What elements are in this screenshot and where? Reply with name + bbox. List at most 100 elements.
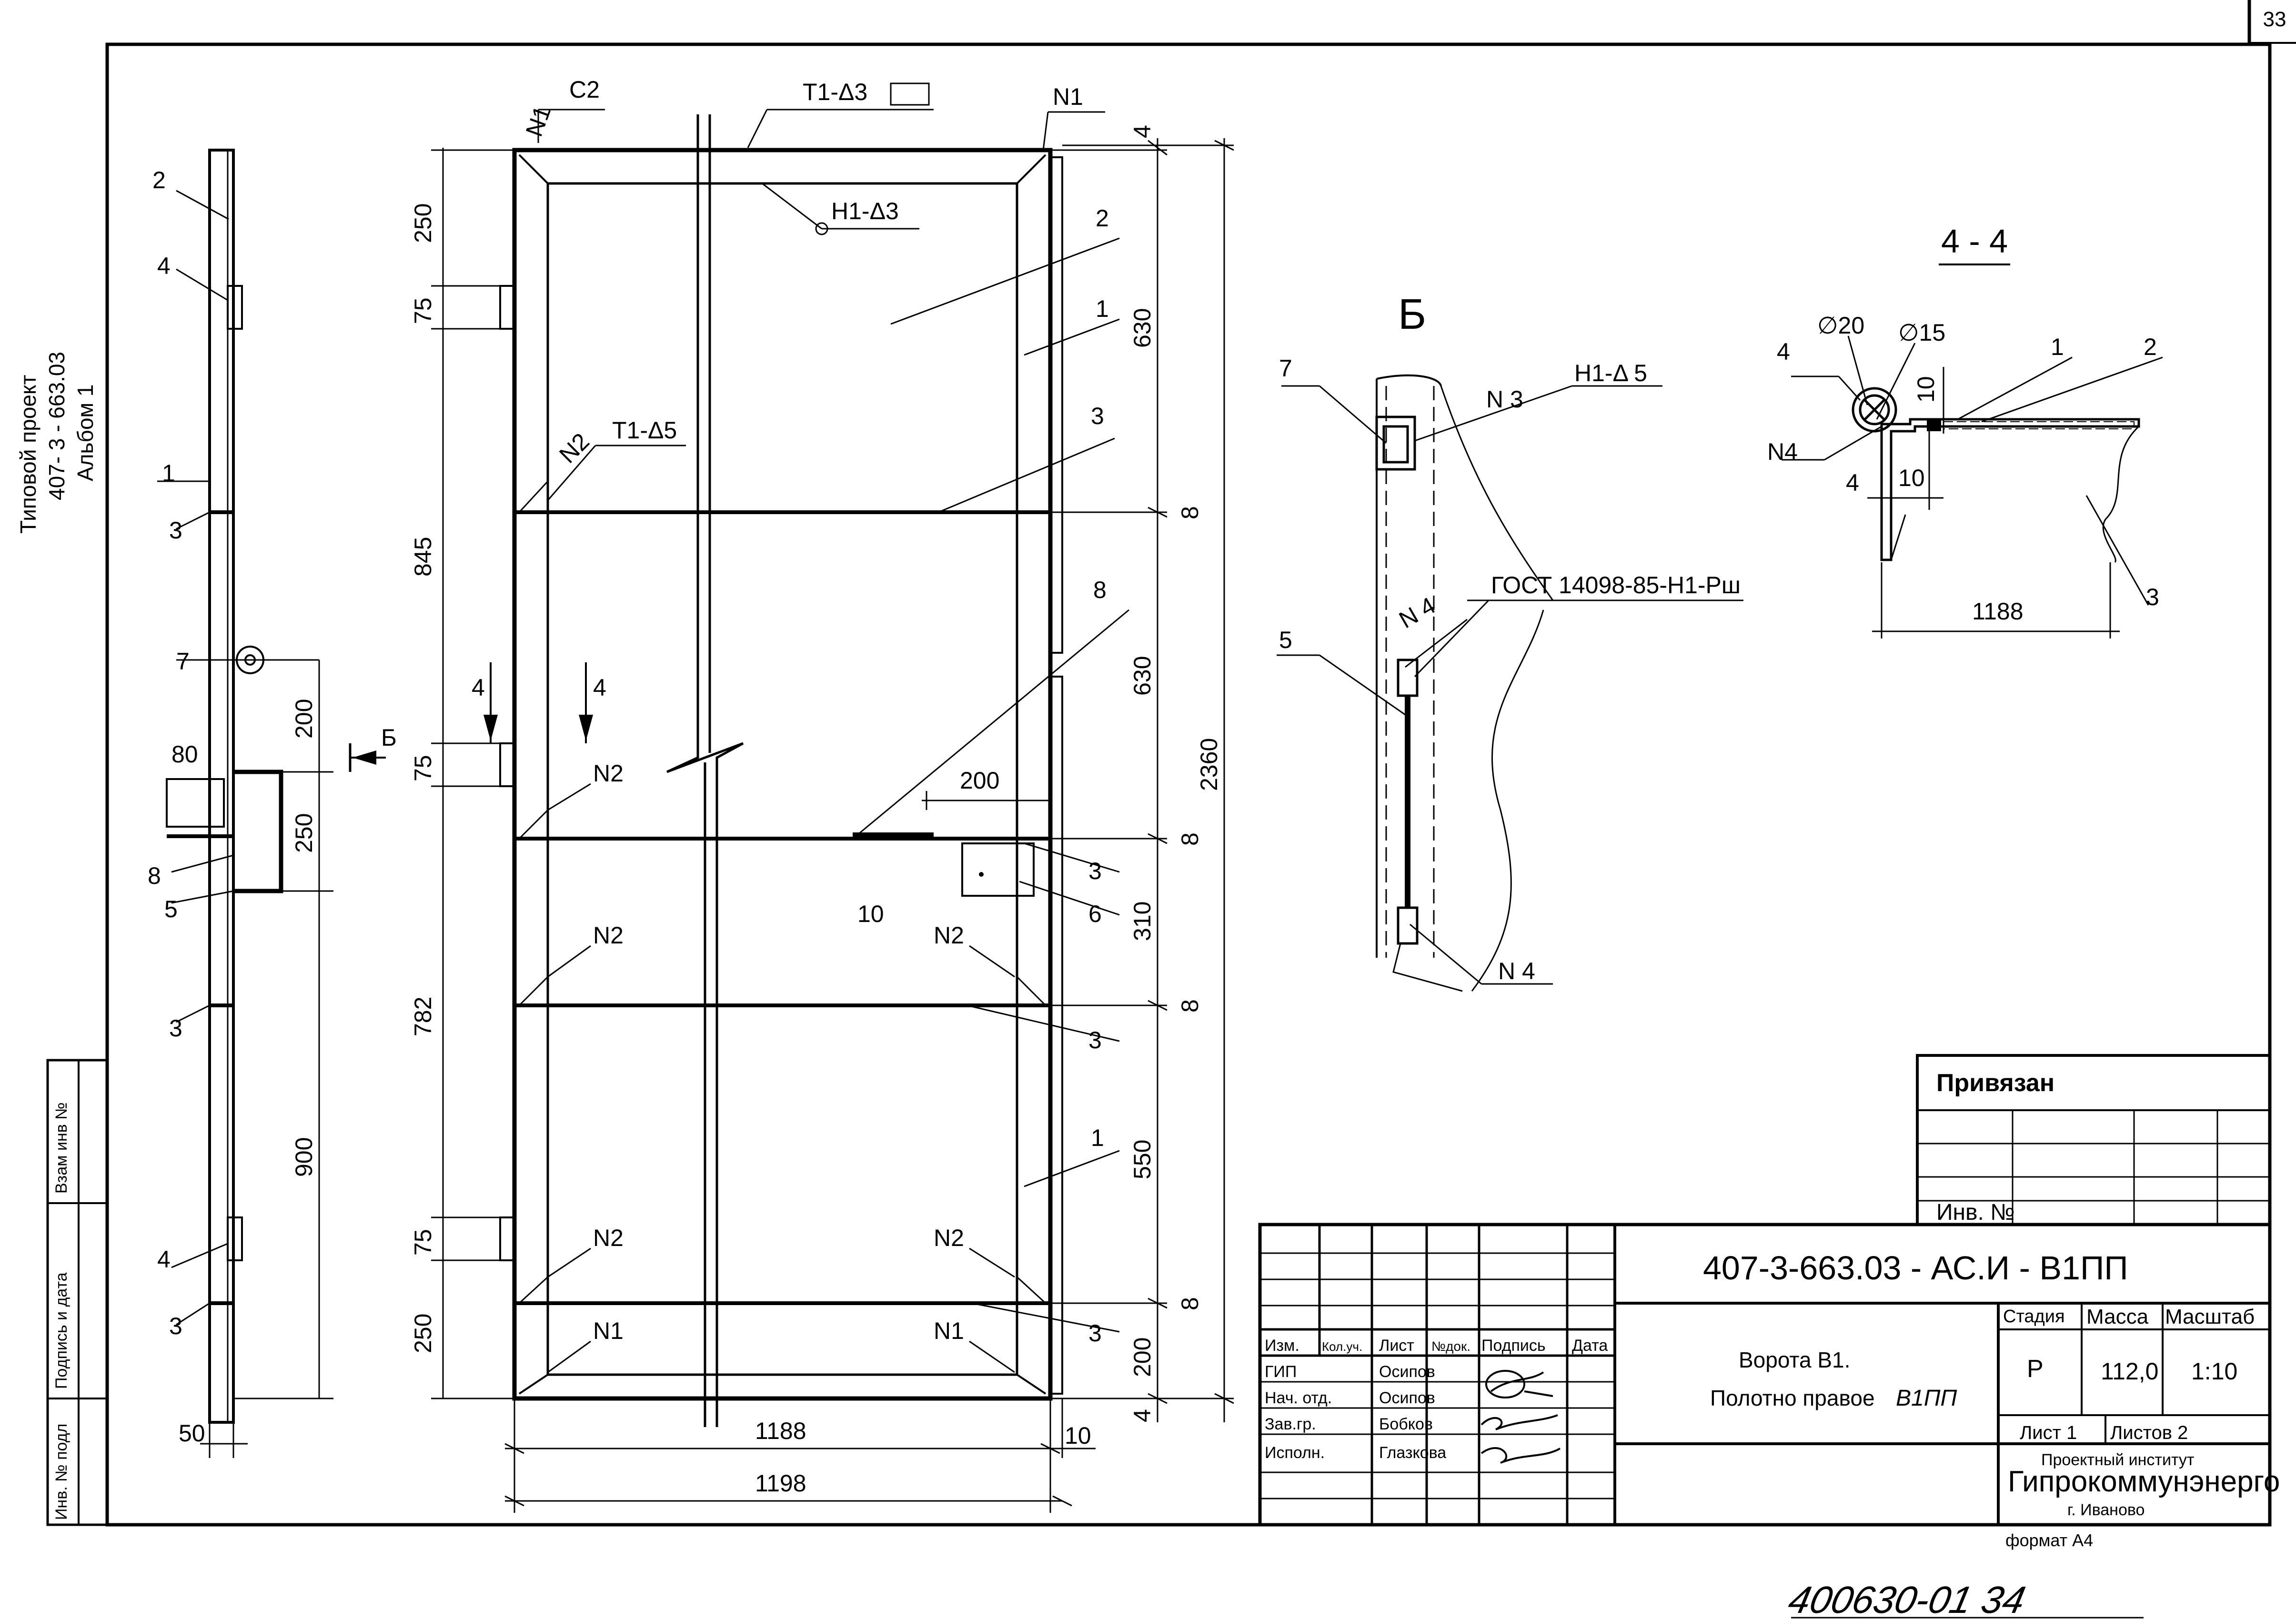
- stamp-header-ndok: №док.: [1431, 1339, 1470, 1354]
- elev-label-4b: 4: [157, 1246, 171, 1273]
- right-dim-550: 550: [1129, 1140, 1156, 1179]
- right-dim-8-a: 8: [1177, 506, 1203, 519]
- left-dim-250-top: 250: [410, 203, 436, 243]
- right-dim-8-d: 8: [1177, 1297, 1203, 1310]
- elev-dim-250: 250: [291, 813, 317, 853]
- detail-b-label-7: 7: [1279, 355, 1292, 382]
- left-dim-75-top: 75: [410, 297, 436, 324]
- weld-n2-left-low: N2: [593, 922, 624, 949]
- privyazan: Привязан: [1936, 1069, 2054, 1097]
- section-4-4-labels: 4 - 4 4 ∅20 ∅15 1 2 10 N4 4 10 1188 3: [1767, 223, 2159, 625]
- elev-label-3: 3: [169, 517, 182, 544]
- stamp-header-podpis: Подпись: [1481, 1337, 1546, 1355]
- elev-label-3b: 3: [169, 1015, 182, 1042]
- elev-label-5: 5: [164, 896, 178, 922]
- section-4-4: [1782, 263, 2163, 638]
- front-t1-5: Т1-Δ5: [612, 417, 677, 444]
- front-h1-3: Н1-Δ3: [831, 198, 899, 224]
- inv-no: Инв. №: [1936, 1200, 2015, 1225]
- masshtab-label: Масштаб: [2165, 1305, 2255, 1328]
- section-44-dim-10v: 10: [1913, 376, 1939, 403]
- institute-line1: Проектный институт: [2041, 1451, 2195, 1469]
- strip-vzam-inv: Взам инв №: [52, 1102, 70, 1194]
- bottom-dim-10: 10: [1065, 1422, 1091, 1449]
- sheet-number-box: 33: [2247, 0, 2296, 44]
- sheet-number: 33: [2263, 8, 2286, 31]
- strip-podpis-data: Подпись и дата: [52, 1272, 70, 1389]
- right-dim-8-b: 8: [1177, 832, 1203, 846]
- elev-label-4: 4: [157, 253, 171, 279]
- stamp-header-izm: Изм.: [1265, 1337, 1299, 1355]
- detail-b-n4-bottom: N 4: [1498, 958, 1535, 984]
- part-label-3-d: 3: [1088, 1320, 1102, 1347]
- front-mark-10: 10: [857, 901, 884, 927]
- elev-label-8: 8: [148, 862, 161, 889]
- front-n1-topleft: N1: [521, 102, 556, 140]
- section-44-dim-4: 4: [1846, 469, 1859, 496]
- left-dim-845: 845: [410, 537, 436, 577]
- signatures: [1480, 1370, 1561, 1464]
- section-44-title: 4 - 4: [1941, 223, 2008, 260]
- role-zav-gr: Зав.гр.: [1265, 1415, 1316, 1433]
- front-t1-3: Т1-Δ3: [803, 79, 867, 105]
- left-dim-782: 782: [410, 997, 436, 1036]
- part-label-3-b: 3: [1088, 858, 1102, 884]
- section-44-dim-10h: 10: [1898, 465, 1925, 491]
- left-dim-75-mid: 75: [410, 755, 436, 781]
- name-nach-otd: Осипов: [1379, 1389, 1435, 1407]
- front-view-labels: N1 C2 Т1-Δ3 N1 Н1-Δ3 N2 Т1-Δ5 250 75 845…: [410, 76, 1222, 1497]
- overall-dim-2360: 2360: [1196, 738, 1222, 791]
- side-stamp: Типовой проект 407- 3 - 663.03 Альбом 1: [16, 352, 98, 534]
- name-zav-gr: Бобков: [1379, 1415, 1433, 1433]
- front-dim-200: 200: [960, 767, 999, 794]
- stadia-label: Стадия: [2003, 1307, 2065, 1327]
- detail-b-label-5: 5: [1279, 627, 1292, 653]
- section-44-d15: ∅15: [1898, 319, 1945, 346]
- strip-inv-podl: Инв. № подл: [52, 1424, 70, 1520]
- right-dim-8-c: 8: [1177, 999, 1203, 1013]
- part-label-2: 2: [1096, 205, 1109, 232]
- front-c2: C2: [569, 76, 600, 103]
- section-44-label-3: 3: [2146, 584, 2159, 610]
- side-stamp-line2: 407- 3 - 663.03: [44, 352, 69, 500]
- weld-n2-left-mid: N2: [593, 760, 624, 787]
- role-gip: ГИП: [1265, 1363, 1297, 1381]
- name-ispoln: Глазкова: [1379, 1444, 1446, 1462]
- elev-label-7: 7: [176, 648, 190, 675]
- gate-inner-frame: [546, 182, 1018, 1376]
- front-n1-topright: N1: [1053, 83, 1083, 110]
- role-nach-otd: Нач. отд.: [1265, 1389, 1332, 1407]
- part-label-1-bottom: 1: [1091, 1125, 1104, 1151]
- section-mark-4b: 4: [593, 674, 606, 701]
- format-label: формат А4: [2005, 1530, 2093, 1550]
- detail-b-n3: N 3: [1486, 386, 1523, 413]
- section-mark-4a: 4: [472, 674, 485, 701]
- detail-b-gost: ГОСТ 14098-85-Н1-Рш: [1491, 572, 1741, 598]
- front-view: [431, 82, 1234, 1513]
- part-label-3-a: 3: [1091, 403, 1104, 429]
- name-gip: Осипов: [1379, 1363, 1435, 1381]
- weld-n2-right-bottom: N2: [934, 1225, 964, 1251]
- drawing-frame: [105, 42, 2272, 1527]
- masshtab-value: 1:10: [2191, 1358, 2237, 1385]
- institute-line2: Гипрокоммунэнерго: [2008, 1465, 2280, 1498]
- section-44-n4: N4: [1767, 438, 1798, 465]
- right-dim-200: 200: [1129, 1337, 1156, 1377]
- part-label-1-top: 1: [1096, 295, 1109, 322]
- right-dim-4-bottom: 4: [1129, 1409, 1156, 1422]
- left-strip: Взам инв № Подпись и дата Инв. № подл: [46, 1059, 109, 1526]
- object-title-hand: В1ПП: [1896, 1386, 1957, 1411]
- elev-dim-900: 900: [291, 1137, 317, 1177]
- stamp-header-data: Дата: [1572, 1337, 1608, 1355]
- side-stamp-line3: Альбом 1: [73, 385, 98, 481]
- elev-label-1: 1: [162, 460, 175, 486]
- weld-n1-right-bottom: N1: [934, 1317, 964, 1344]
- stamp-header-list: Лист: [1379, 1337, 1414, 1355]
- detail-b-labels: Б 7 N 3 Н1-Δ 5 N 4 ГОСТ 14098-85-Н1-Рш 5…: [1279, 291, 1741, 984]
- elev-label-50: 50: [179, 1420, 205, 1447]
- elev-label-80: 80: [171, 741, 198, 768]
- bottom-dim-1198: 1198: [755, 1470, 806, 1497]
- section-44-label-4: 4: [1777, 338, 1790, 365]
- section-44-label-2: 2: [2144, 334, 2157, 360]
- part-label-6: 6: [1088, 901, 1102, 927]
